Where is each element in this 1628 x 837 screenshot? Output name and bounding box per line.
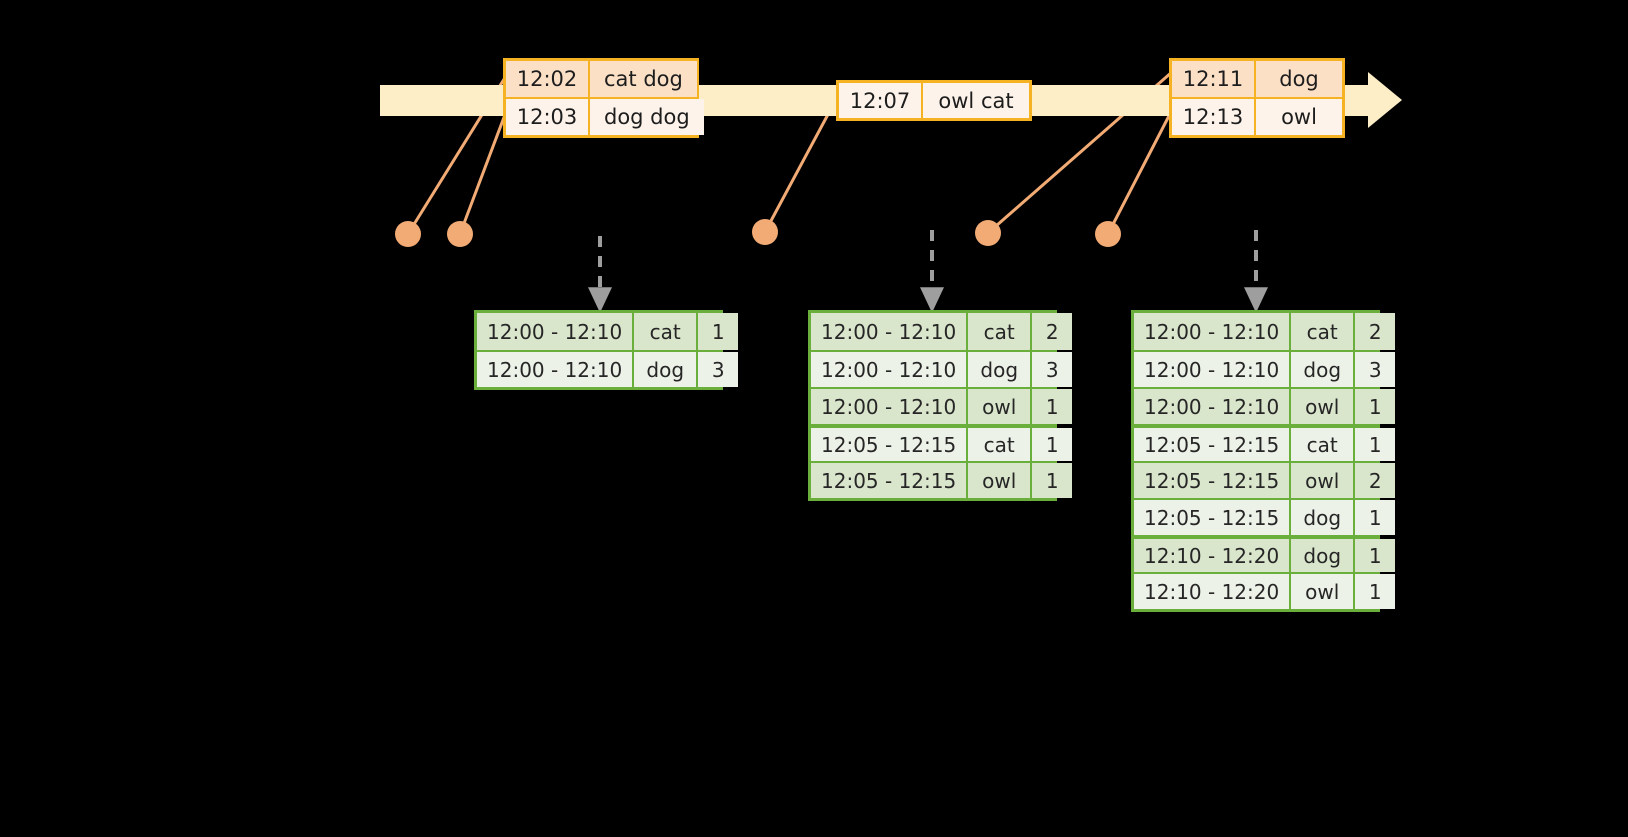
cell-count: 1: [1355, 500, 1396, 535]
event-time: 12:13: [1172, 99, 1256, 135]
event-time: 12:11: [1172, 61, 1256, 97]
cell-count: 1: [1032, 463, 1073, 498]
cell-key: owl: [1291, 463, 1356, 498]
event-values: cat dog: [590, 61, 697, 97]
cell-window: 12:05 - 12:15: [811, 428, 969, 461]
cell-window: 12:00 - 12:10: [477, 313, 635, 350]
cell-key: owl: [968, 463, 1033, 498]
event-row[interactable]: 12:07 owl cat: [839, 83, 1029, 118]
cell-count: 1: [1355, 389, 1396, 424]
timeline-arrowhead: [1368, 72, 1402, 128]
event-row[interactable]: 12:03 dog dog: [506, 97, 704, 135]
cell-count: 1: [698, 313, 739, 350]
cell-key: cat: [634, 313, 699, 350]
event-values: dog: [1256, 61, 1342, 97]
cell-window: 12:00 - 12:10: [811, 352, 969, 387]
cell-count: 1: [1355, 539, 1396, 572]
cell-key: owl: [968, 389, 1033, 424]
cell-window: 12:00 - 12:10: [811, 389, 969, 424]
cell-key: owl: [1291, 574, 1356, 609]
leader-12-03: [458, 111, 508, 235]
event-dot-12-03[interactable]: [447, 221, 473, 247]
event-time: 12:07: [839, 83, 923, 118]
cell-count: 2: [1355, 313, 1396, 350]
cell-key: dog: [634, 352, 699, 387]
cell-window: 12:05 - 12:15: [1134, 500, 1292, 535]
cell-window: 12:05 - 12:15: [1134, 463, 1292, 498]
event-dot-12-07[interactable]: [752, 219, 778, 245]
cell-count: 2: [1355, 463, 1396, 498]
event-dot-12-11[interactable]: [975, 220, 1001, 246]
cell-window: 12:10 - 12:20: [1134, 574, 1292, 609]
cell-key: dog: [1291, 500, 1356, 535]
cell-window: 12:00 - 12:10: [1134, 313, 1292, 350]
cell-count: 1: [1355, 428, 1396, 461]
cell-window: 12:00 - 12:10: [477, 352, 635, 387]
cell-key: cat: [968, 428, 1033, 461]
event-time: 12:02: [506, 61, 590, 97]
cell-window: 12:00 - 12:10: [1134, 389, 1292, 424]
cell-key: cat: [1291, 313, 1356, 350]
cell-window: 12:05 - 12:15: [1134, 428, 1292, 461]
cell-count: 1: [1032, 389, 1073, 424]
leader-12-13: [1106, 109, 1174, 235]
event-group-1[interactable]: 12:02 cat dog 12:03 dog dog: [503, 58, 704, 138]
event-row[interactable]: 12:02 cat dog: [506, 61, 697, 97]
emit-arrows: [588, 230, 1268, 313]
event-values: owl: [1256, 99, 1342, 135]
cell-count: 3: [1355, 352, 1396, 387]
cell-key: dog: [1291, 352, 1356, 387]
cell-key: cat: [968, 313, 1033, 350]
cell-window: 12:05 - 12:15: [811, 463, 969, 498]
event-values: owl cat: [923, 83, 1029, 118]
cell-key: dog: [1291, 539, 1356, 572]
event-group-3[interactable]: 12:11 dog 12:13 owl: [1169, 58, 1345, 138]
event-dot-12-02[interactable]: [395, 221, 421, 247]
cell-key: dog: [968, 352, 1033, 387]
event-dot-12-13[interactable]: [1095, 221, 1121, 247]
cell-window: 12:00 - 12:10: [811, 313, 969, 350]
cell-count: 2: [1032, 313, 1073, 350]
cell-count: 1: [1032, 428, 1073, 461]
event-group-2[interactable]: 12:07 owl cat: [836, 80, 1032, 121]
cell-count: 1: [1355, 574, 1396, 609]
event-values: dog dog: [590, 99, 704, 135]
event-time: 12:03: [506, 99, 590, 135]
cell-key: owl: [1291, 389, 1356, 424]
cell-count: 3: [698, 352, 739, 387]
event-row[interactable]: 12:13 owl: [1172, 97, 1342, 135]
cell-key: cat: [1291, 428, 1356, 461]
event-row[interactable]: 12:11 dog: [1172, 61, 1342, 97]
cell-count: 3: [1032, 352, 1073, 387]
cell-window: 12:10 - 12:20: [1134, 539, 1292, 572]
cell-window: 12:00 - 12:10: [1134, 352, 1292, 387]
